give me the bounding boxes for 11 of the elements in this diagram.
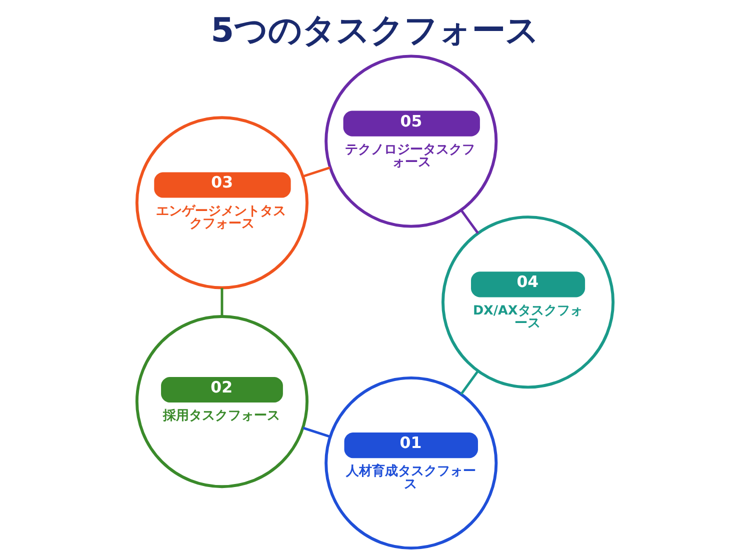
node-circle: 03 エンゲージメントタスクフォース bbox=[134, 116, 308, 290]
connector bbox=[302, 166, 330, 178]
connector bbox=[220, 288, 223, 316]
node-circle: 05 テクノロジータスクフォース bbox=[324, 54, 498, 228]
connector bbox=[302, 426, 330, 438]
node-circle: 02 採用タスクフォース bbox=[134, 315, 308, 488]
diagram-title: 5つのタスクフォース bbox=[210, 10, 539, 50]
connector bbox=[460, 210, 478, 234]
connector bbox=[460, 370, 478, 395]
node-circle: 01 人材育成タスクフォース bbox=[324, 376, 498, 550]
node-circle: 04 DX/AXタスクフォース bbox=[440, 216, 614, 389]
